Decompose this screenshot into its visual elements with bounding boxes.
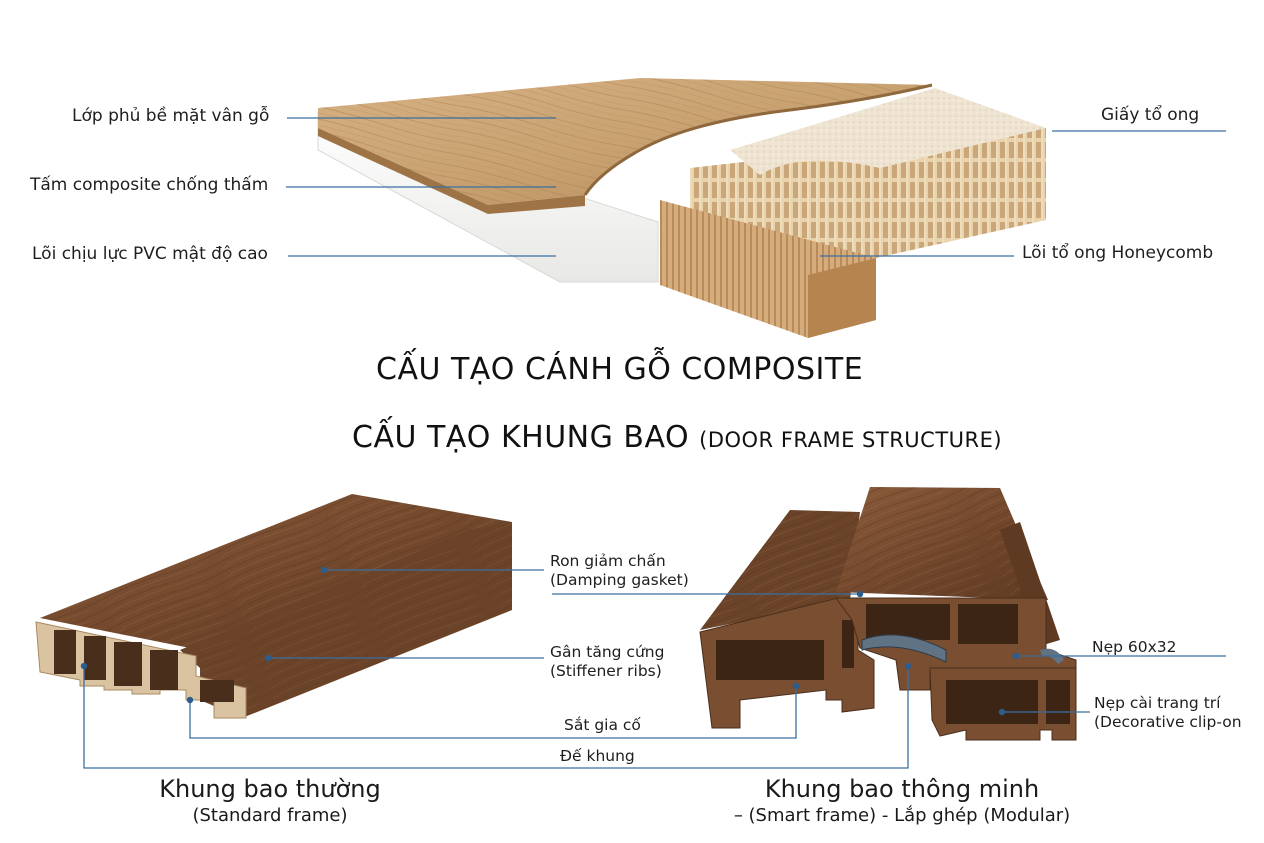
standard-frame-illustration [35, 494, 512, 719]
label-pvc-core: Lõi chịu lực PVC mật độ cao [32, 244, 268, 264]
label-honeycomb-core: Lõi tổ ong Honeycomb [1022, 243, 1214, 263]
label-ribs: Gân tăng cứng (Stiffener ribs) [550, 643, 664, 681]
standard-frame-caption-en: (Standard frame) [192, 805, 348, 826]
honeycomb-paper-layer [730, 88, 1046, 175]
frame-title-vi: CẤU TẠO KHUNG BAO [352, 420, 690, 455]
label-honeycomb-paper: Giấy tổ ong [1101, 105, 1200, 125]
door-leaf-leaders [286, 117, 1226, 257]
standard-frame-caption-vi: Khung bao thường [159, 775, 381, 803]
label-gasket-en: (Damping gasket) [550, 571, 689, 589]
label-gasket: Ron giảm chấn (Damping gasket) [550, 552, 689, 590]
door-leaf-illustration [317, 78, 1046, 338]
smart-frame-caption-en: – (Smart frame) - Lắp ghép (Modular) [733, 805, 1071, 826]
label-surface-veneer: Lớp phủ bề mặt vân gỗ [72, 106, 270, 126]
label-base: Đế khung [560, 747, 635, 765]
frame-title-en: (DOOR FRAME STRUCTURE) [699, 428, 1003, 452]
label-gasket-vi: Ron giảm chấn [550, 552, 666, 570]
label-trim: Nẹp 60x32 [1092, 638, 1177, 656]
label-clip-vi: Nẹp cài trang trí [1094, 694, 1221, 712]
door-leaf-title: CẤU TẠO CÁNH GỖ COMPOSITE [376, 352, 864, 387]
standard-frame-caption: Khung bao thường (Standard frame) [140, 774, 400, 828]
label-ribs-en: (Stiffener ribs) [550, 662, 662, 680]
smart-frame-caption-vi: Khung bao thông minh [764, 775, 1040, 803]
leader-dots [80, 566, 1020, 716]
label-composite-sheet: Tấm composite chống thấm [30, 175, 269, 195]
label-steel: Sắt gia cố [564, 716, 641, 734]
smart-frame-caption: Khung bao thông minh – (Smart frame) - L… [712, 774, 1092, 828]
smart-frame-illustration [699, 487, 1077, 741]
label-ribs-vi: Gân tăng cứng [550, 643, 665, 661]
frame-leaders [83, 569, 1226, 769]
label-clip: Nẹp cài trang trí (Decorative clip-on [1094, 694, 1242, 732]
frame-title: CẤU TẠO KHUNG BAO (DOOR FRAME STRUCTURE) [352, 420, 1002, 455]
label-clip-en: (Decorative clip-on [1094, 713, 1242, 731]
gasket-shape [861, 634, 947, 663]
